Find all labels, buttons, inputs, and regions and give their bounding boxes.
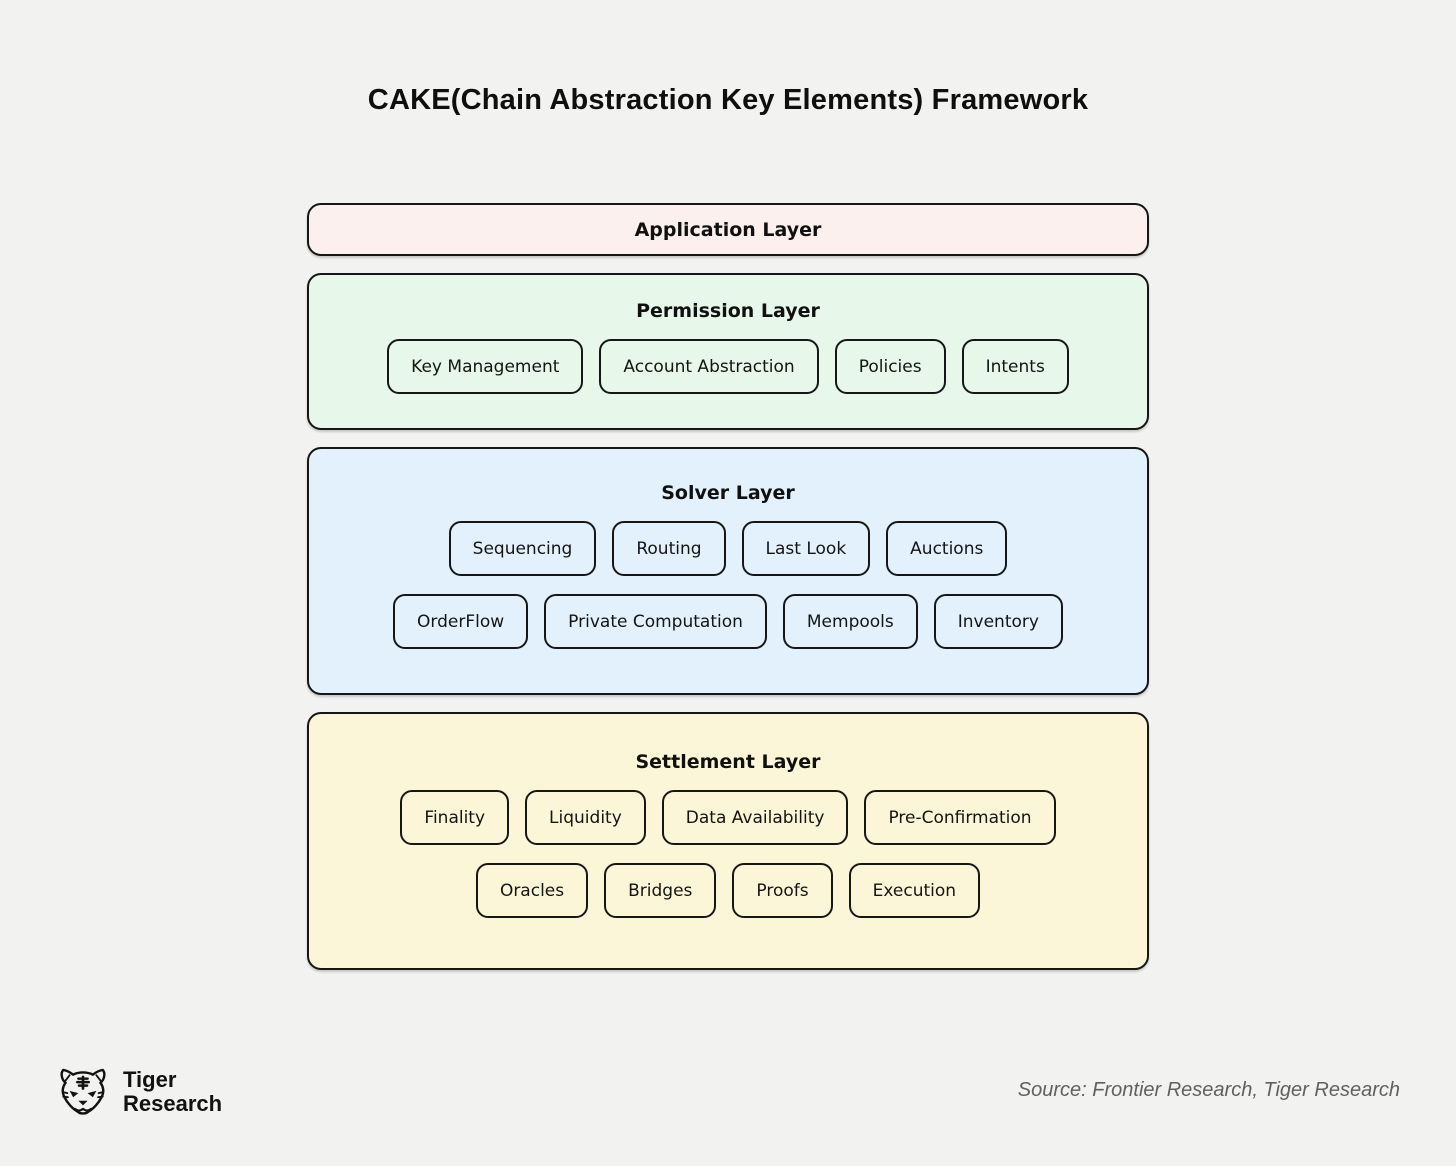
chip-inventory: Inventory [933,594,1063,649]
chip-bridges: Bridges [604,863,717,918]
chip-mempools: Mempools [782,594,918,649]
permission-row-1: Key Management Account Abstraction Polic… [309,339,1147,394]
page-title: CAKE(Chain Abstraction Key Elements) Fra… [367,84,1089,116]
layer-settlement-label: Settlement Layer [635,751,821,773]
settlement-row-1: Finality Liquidity Data Availability Pre… [309,790,1147,845]
chip-last-look: Last Look [741,521,871,576]
chip-policies: Policies [834,339,946,394]
chip-auctions: Auctions [886,521,1008,576]
chip-sequencing: Sequencing [448,521,597,576]
layer-solver-body: Sequencing Routing Last Look Auctions Or… [309,521,1147,649]
chip-account-abstraction: Account Abstraction [599,339,819,394]
solver-row-2: OrderFlow Private Computation Mempools I… [309,594,1147,649]
chip-orderflow: OrderFlow [393,594,529,649]
layer-permission: Permission Layer Key Management Account … [307,273,1149,430]
layer-solver-label: Solver Layer [661,482,795,504]
chip-proofs: Proofs [732,863,833,918]
layer-application-label: Application Layer [634,218,822,241]
tiger-logo-icon [60,1068,106,1115]
cake-framework-diagram: Application Layer Permission Layer Key M… [307,203,1149,970]
brand: Tiger Research [54,1060,222,1124]
solver-row-1: Sequencing Routing Last Look Auctions [309,521,1147,576]
brand-line-1: Tiger [123,1067,177,1093]
chip-oracles: Oracles [475,863,589,918]
chip-data-availability: Data Availability [661,790,849,845]
source-attribution: Source: Frontier Research, Tiger Researc… [1017,1079,1400,1101]
layer-solver: Solver Layer Sequencing Routing Last Loo… [307,447,1149,695]
chip-finality: Finality [400,790,510,845]
chip-intents: Intents [961,339,1069,394]
brand-text: Tiger Research [123,1068,222,1116]
chip-private-computation: Private Computation [544,594,767,649]
chip-liquidity: Liquidity [525,790,646,845]
layer-permission-label: Permission Layer [636,300,820,322]
chip-routing: Routing [612,521,726,576]
settlement-row-2: Oracles Bridges Proofs Execution [309,863,1147,918]
chip-key-management: Key Management [387,339,584,394]
layer-application: Application Layer [307,203,1149,256]
brand-line-2: Research [123,1091,223,1116]
layer-settlement: Settlement Layer Finality Liquidity Data… [307,712,1149,970]
chip-execution: Execution [848,863,981,918]
chip-pre-confirmation: Pre-Confirmation [864,790,1056,845]
layer-permission-body: Key Management Account Abstraction Polic… [309,339,1147,394]
layer-settlement-body: Finality Liquidity Data Availability Pre… [309,790,1147,918]
